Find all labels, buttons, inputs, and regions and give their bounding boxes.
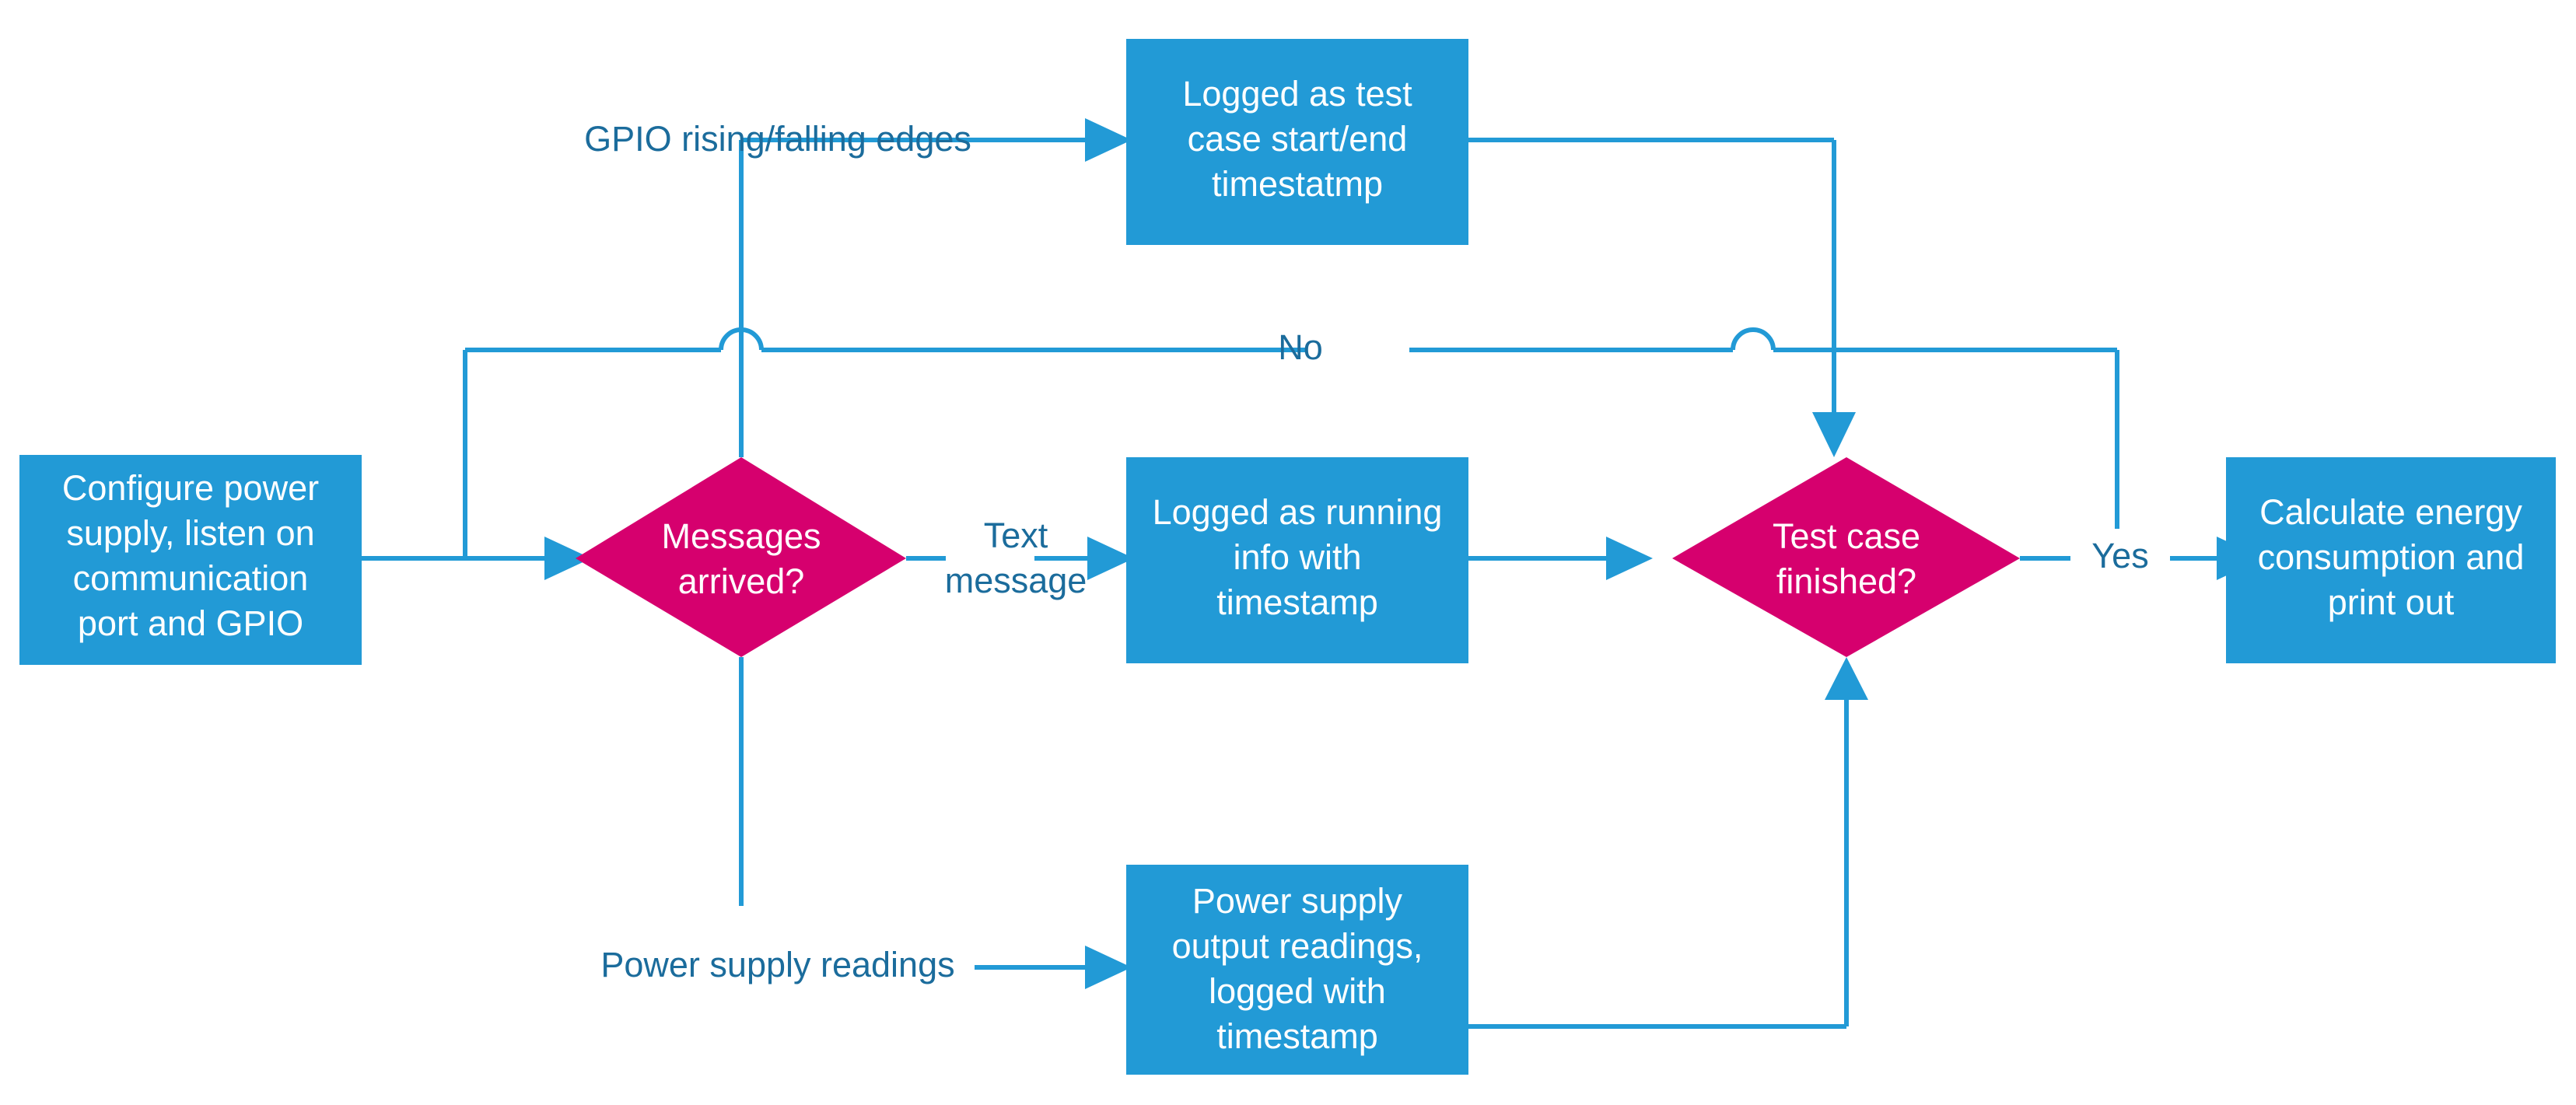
node-messages-arrived[interactable]: Messages arrived? — [576, 457, 906, 657]
node-configure-power-supply[interactable]: Configure power supply, listen on commun… — [19, 455, 362, 665]
edge-label-power-supply-readings: Power supply readings — [600, 945, 954, 984]
node-shape-process — [1126, 39, 1468, 245]
edge-label-text-message: message — [945, 561, 1087, 600]
node-label-line: Logged as running — [1153, 492, 1443, 532]
node-shape-process — [1126, 457, 1468, 663]
node-label-line: timestamp — [1216, 582, 1378, 622]
node-power-supply-output[interactable]: Power supply output readings, logged wit… — [1126, 865, 1468, 1075]
node-shape-process — [1126, 865, 1468, 1075]
node-shape-process — [2226, 457, 2556, 663]
connector-running-to-testcase — [1468, 537, 1653, 580]
node-shape-decision — [576, 457, 906, 657]
node-label-line: info with — [1233, 537, 1361, 577]
connector-no-loop — [463, 327, 2119, 561]
connector-bottom-to-testcase — [1468, 657, 1868, 1029]
node-calculate-energy[interactable]: Calculate energy consumption and print o… — [2226, 457, 2556, 663]
edge-label-no: No — [1278, 327, 1323, 367]
node-label-line: logged with — [1209, 971, 1386, 1011]
node-label-line: Configure power — [62, 468, 319, 508]
node-test-case-finished[interactable]: Test case finished? — [1672, 457, 2020, 657]
node-label-line: port and GPIO — [78, 603, 303, 643]
node-logged-running-info[interactable]: Logged as running info with timestamp — [1126, 457, 1468, 663]
node-label-line: output readings, — [1172, 926, 1423, 966]
node-label-line: Logged as test — [1182, 74, 1412, 114]
edge-label-text-message: Text — [984, 516, 1048, 555]
connector-gpio-branch — [739, 118, 1132, 457]
node-label-line: arrived? — [678, 561, 805, 601]
node-label-line: Calculate energy — [2259, 492, 2522, 532]
node-label-line: case start/end — [1188, 119, 1408, 159]
node-label-line: Messages — [661, 516, 821, 556]
connector-power-readings-branch — [739, 657, 1132, 989]
node-logged-test-case[interactable]: Logged as test case start/end timestatmp — [1126, 39, 1468, 245]
edge-label-gpio-edges: GPIO rising/falling edges — [584, 119, 971, 159]
node-label-line: timestatmp — [1212, 164, 1383, 204]
node-label-line: timestamp — [1216, 1016, 1378, 1056]
node-label-line: communication — [73, 558, 309, 598]
node-label-line: finished? — [1776, 561, 1916, 601]
connector-testcase-top-in — [1468, 138, 1856, 457]
node-label-line: Test case — [1773, 516, 1920, 556]
edge-label-yes: Yes — [2091, 536, 2148, 575]
node-label-line: consumption and — [2258, 537, 2525, 577]
node-shape-decision — [1672, 457, 2020, 657]
connector-messages-to-running — [906, 537, 1134, 580]
node-label-line: print out — [2328, 582, 2455, 622]
node-shape-process — [19, 455, 362, 665]
node-label-line: Power supply — [1192, 881, 1403, 921]
node-label-line: supply, listen on — [66, 513, 314, 553]
